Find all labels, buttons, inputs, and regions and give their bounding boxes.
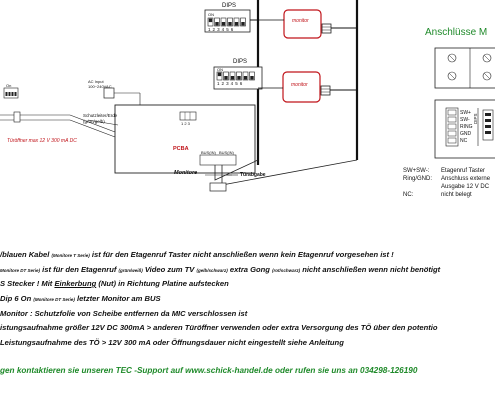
legend-key-4: NC: — [403, 192, 414, 198]
dip-mid-numbers: 1 2 3 4 5 6 — [217, 81, 243, 86]
monitore-label: Monitore — [174, 170, 198, 176]
dip-left-on-label: On — [6, 83, 12, 88]
note-5: Monitor : Schutzfolie von Scheibe entfer… — [0, 309, 248, 318]
dip-switch-left — [3, 87, 19, 99]
note-3: S Stecker ! Mit Einkerbung (Nut) in Rich… — [0, 279, 229, 288]
tuerabgabe-label: Türabgabe — [240, 172, 266, 178]
dip-top-on-label: ON — [208, 12, 214, 17]
wiring-diagram — [0, 0, 495, 192]
note-1-a: /blauen Kabel — [0, 250, 52, 259]
legend-row-1: SW+SW-: Etagenruf Taster — [403, 168, 485, 174]
monitor-top-label: monitor — [292, 18, 309, 24]
connector-top — [321, 23, 332, 34]
pcba-label: PCBA — [173, 146, 189, 152]
terminal-dips-label: DIPS — [473, 113, 478, 124]
note-2-d: nicht anschließen wenn nicht benötigt — [300, 265, 441, 274]
note-4-small: (Monitore DT Serie) — [33, 297, 75, 302]
pcba-bus-left-label: BUS(IN) — [201, 150, 216, 155]
note-1-small: (Monitore T Serie) — [51, 253, 90, 258]
legend-key-2: Ring/GND: — [403, 176, 433, 182]
anschluesse-title: Anschlüsse M — [425, 27, 488, 38]
note-4: Dip 6 On (Monitore DT Serie) letzter Mon… — [0, 294, 161, 303]
note-2-small-3: (gelb/schwarz) — [196, 268, 228, 273]
power-plug — [103, 87, 115, 99]
legend-value-1: Etagenruf Taster — [441, 168, 485, 174]
pcba-bus-right-label: BUS(IN) — [219, 150, 234, 155]
note-3-underline: Einkerbung — [54, 279, 97, 288]
terminal-label-gnd: GND — [460, 131, 472, 137]
bus-wire-a — [214, 159, 259, 181]
legend-value-3: Ausgabe 12 V DC — [441, 184, 490, 190]
monitor-mid-label: monitor — [291, 82, 308, 88]
legend-row-2: Ring/GND: Anschluss externe — [403, 176, 490, 182]
terminal-label-sw-minus: SW- — [460, 117, 470, 123]
pcba-terminal-block — [179, 111, 197, 121]
dip-mid-title: DIPS — [233, 59, 248, 65]
note-1-b: ist für den Etagenruf Taster nicht ansch… — [89, 250, 394, 259]
legend-row-3: Ausgabe 12 V DC — [403, 184, 489, 190]
door-opener-terminal — [13, 111, 21, 123]
terminal-label-ring: RING — [460, 124, 473, 130]
note-2-b: Video zum TV — [142, 265, 197, 274]
monitor-box-mid — [282, 71, 321, 103]
tueroeffner-label: Türöffner max 12 V 300 mA DC — [7, 138, 77, 144]
note-2-small-1: Monitore DT Serie) — [0, 268, 41, 273]
power-input-label: AC Input 100~240VAC — [88, 79, 112, 89]
note-2: Monitore DT Serie) ist für den Etagenruf… — [0, 265, 440, 274]
note-4-b: letzter Monitor am BUS — [74, 294, 161, 303]
note-7: Leistungsaufnahme des TÖ > 12V 300 mA od… — [0, 338, 344, 347]
note-2-small-4: (rot/schwarz) — [272, 268, 301, 273]
schutzleiter-label: Schutzleiter/Erde (grün/gelb) — [83, 113, 118, 124]
pcba-bus-connector — [199, 154, 237, 166]
note-4-a: Dip 6 On — [0, 294, 34, 303]
connector-mid — [320, 85, 331, 96]
anschluesse-panel — [434, 47, 495, 89]
legend-row-4: NC: nicht belegt — [403, 192, 472, 198]
pcba-pins-label: 1 2 3 — [181, 121, 190, 126]
note-8-support: gen kontaktieren sie unseren TEC -Suppor… — [0, 366, 418, 375]
note-2-small-2: (grün/weiß) — [118, 268, 143, 273]
monitor-box-top — [283, 9, 322, 39]
note-1: /blauen Kabel (Monitore T Serie) ist für… — [0, 250, 394, 259]
terminal-label-sw-plus: SW+ — [460, 110, 471, 116]
note-2-a: ist für den Etagenruf — [40, 265, 119, 274]
dip-top-numbers: 1 2 3 4 5 6 — [208, 26, 234, 32]
note-3-b: (Nut) in Richtung Platine aufstecken — [96, 279, 229, 288]
bus-plug — [209, 182, 227, 192]
dip-top-title: DIPS — [222, 3, 237, 9]
legend-key-1: SW+SW-: — [403, 168, 430, 174]
terminal-label-nc: NC — [460, 138, 468, 144]
note-2-c: extra Gong — [227, 265, 273, 274]
legend-value-2: Anschluss externe — [441, 176, 491, 182]
dip-mid-on-label: ON — [217, 67, 223, 72]
note-6: istungsaufnahme größer 12V DC 300mA > an… — [0, 323, 438, 332]
legend-value-4: nicht belegt — [441, 192, 472, 198]
note-3-a: S Stecker ! Mit — [0, 279, 55, 288]
